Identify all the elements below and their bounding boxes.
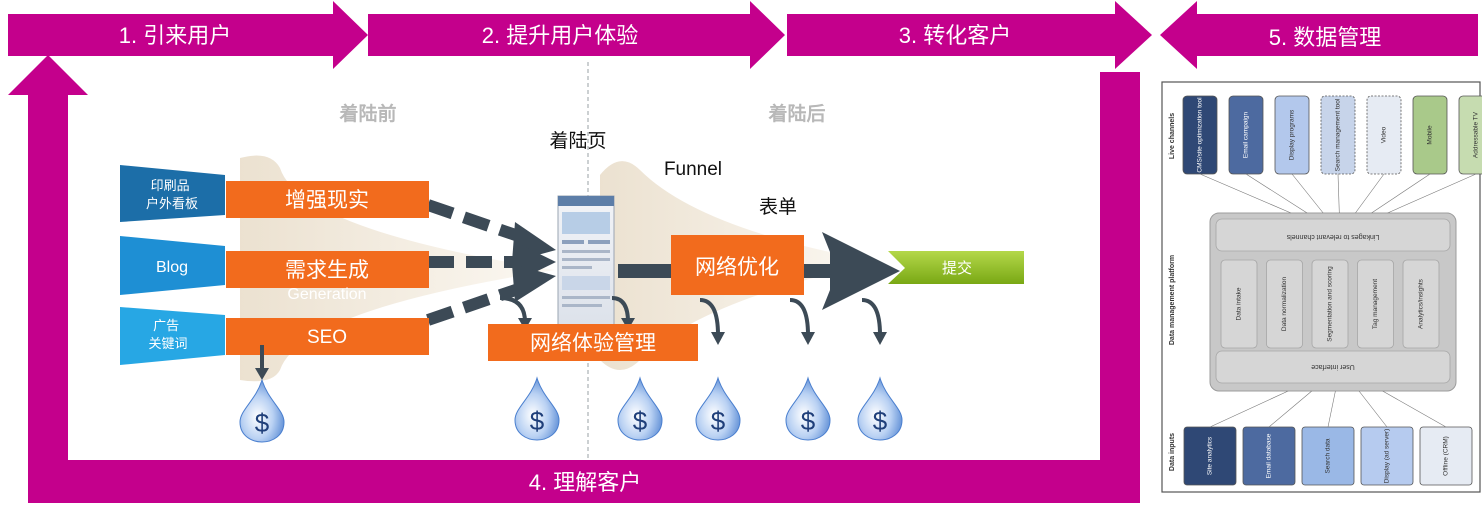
dmp-module-label: Tag management <box>1372 279 1379 329</box>
dmp-input-label: Email database <box>1266 433 1273 478</box>
stage-4-label: 4. 理解客户 <box>529 470 641 495</box>
landing-page-image <box>557 195 615 347</box>
dmp-module-label: Analytics/insights <box>1418 278 1425 329</box>
dmp-input-label: Display (ad server) <box>1384 429 1391 484</box>
dmp-channel-label: Mobile <box>1427 125 1434 145</box>
source-print-line-1: 印刷品 <box>151 178 190 193</box>
seo-box <box>226 318 429 355</box>
dmp-module-label: Segmentation and scoring <box>1327 266 1334 342</box>
dmp-user-interface-label: User interface <box>1311 363 1355 370</box>
submit-button[interactable] <box>888 251 1024 284</box>
stage-arrow-2 <box>368 1 785 69</box>
stage-arrow-1 <box>8 1 368 69</box>
seo-box-label: SEO <box>307 327 347 348</box>
dmp-channel-label: Addressable TV <box>1473 111 1480 158</box>
dmp-channel-box <box>1366 95 1402 175</box>
dmp-connector <box>1209 390 1289 428</box>
dmp-linkages-label: Linkages to relevant channels <box>1286 233 1379 240</box>
source-print-shape <box>120 165 225 222</box>
dmp-connector <box>1327 390 1336 428</box>
money-drop-icon: $ <box>785 376 831 441</box>
dollar-sign: $ <box>801 406 816 436</box>
dmp-inputs-label: Data inputs <box>1169 433 1176 471</box>
source-print-line-2: 户外看板 <box>146 196 198 211</box>
stage-3-label: 3. 转化客户 <box>899 23 1011 48</box>
dmp-module-box <box>1402 259 1440 349</box>
funnel-label: Funnel <box>664 159 722 180</box>
stage-5-label: 5. 数据管理 <box>1269 25 1381 50</box>
dmp-connector <box>1358 390 1388 428</box>
dollar-sign: $ <box>255 408 270 438</box>
source-ads-label: 广告 关键词 <box>148 318 187 351</box>
stage-2-label: 2. 提升用户体验 <box>482 23 638 48</box>
submit-label: 提交 <box>942 259 972 277</box>
dmp-live-channels-label: Live channels <box>1169 113 1176 159</box>
dmp-channel-label: CMS/site optimization tool <box>1197 97 1204 173</box>
dmp-module-box <box>1266 259 1303 349</box>
dmp-connector <box>1355 173 1385 214</box>
dmp-input-label: Search data <box>1325 438 1332 473</box>
dmp-channel-label: Email campaign <box>1243 111 1250 158</box>
landing-page-label: 着陆页 <box>549 130 606 152</box>
web-exp-box-label: 网络体验管理 <box>530 332 656 355</box>
dmp-channel-label: Video <box>1381 126 1388 143</box>
source-blog-shape <box>120 236 225 295</box>
before-landing-label: 着陆前 <box>339 102 396 125</box>
dmp-connector <box>1268 390 1312 428</box>
dmp-connector <box>1337 173 1340 214</box>
dmp-channel-box <box>1320 95 1356 175</box>
money-drops: $ $ $ $ $ $ <box>239 376 903 443</box>
stage-arrow-5 <box>1160 1 1478 69</box>
dollar-sign: $ <box>711 406 726 436</box>
dmp-input-label: Offline (CRM) <box>1443 436 1450 476</box>
web-opt-box-label: 网络优化 <box>695 256 779 279</box>
after-landing-label: 着陆后 <box>768 102 825 125</box>
dmp-module-label: Data intake <box>1236 287 1243 320</box>
source-ads-line-1: 广告 <box>153 318 179 333</box>
source-ads-line-2: 关键词 <box>148 336 187 351</box>
dropoff-arrows <box>260 296 882 372</box>
dmp-platform-label: Data management platform <box>1169 255 1176 345</box>
dmp-module-label: Data normalization <box>1281 277 1288 332</box>
dmp-channel-label: Search management tool <box>1335 98 1342 171</box>
stage-arrow-3 <box>787 1 1152 69</box>
source-blog-label: Blog <box>156 259 188 276</box>
money-drop-icon: $ <box>514 376 560 441</box>
dmp-input-label: Site analytics <box>1207 436 1214 475</box>
dmp-connector <box>1245 173 1308 214</box>
money-drop-icon: $ <box>617 376 663 441</box>
web-opt-box <box>671 235 804 295</box>
dmp-connector <box>1291 173 1324 214</box>
dollar-sign: $ <box>530 406 545 436</box>
dmp-connector <box>1387 173 1477 214</box>
dmp-module-box <box>1220 259 1258 349</box>
generation-label: Generation <box>287 286 366 303</box>
stage-1-label: 1. 引来用户 <box>119 23 231 48</box>
dmp-connector <box>1371 173 1431 214</box>
dmp-connector <box>1382 390 1447 428</box>
web-exp-box <box>488 324 698 361</box>
money-drop-icon: $ <box>239 378 285 443</box>
demand-box <box>226 251 429 288</box>
dollar-sign: $ <box>873 406 888 436</box>
dmp-components: CMS/site optimization tool Email campaign… <box>1182 95 1482 486</box>
source-ads-shape <box>120 307 225 365</box>
ar-box <box>226 181 429 218</box>
dashed-arrow-heads <box>512 222 556 302</box>
dmp-module-box <box>1357 259 1394 349</box>
source-print-label: 印刷品 户外看板 <box>146 178 198 211</box>
dollar-sign: $ <box>633 406 648 436</box>
dmp-connector <box>1199 173 1292 214</box>
dmp-module-box <box>1311 259 1349 349</box>
dashed-flow-arrows <box>426 199 532 326</box>
money-drop-icon: $ <box>695 376 741 441</box>
form-label: 表单 <box>759 196 797 218</box>
ar-box-label: 增强现实 <box>285 189 369 212</box>
money-drop-icon: $ <box>857 376 903 441</box>
demand-box-label: 需求生成 <box>285 259 369 282</box>
dmp-channel-label: Display programs <box>1289 109 1296 160</box>
